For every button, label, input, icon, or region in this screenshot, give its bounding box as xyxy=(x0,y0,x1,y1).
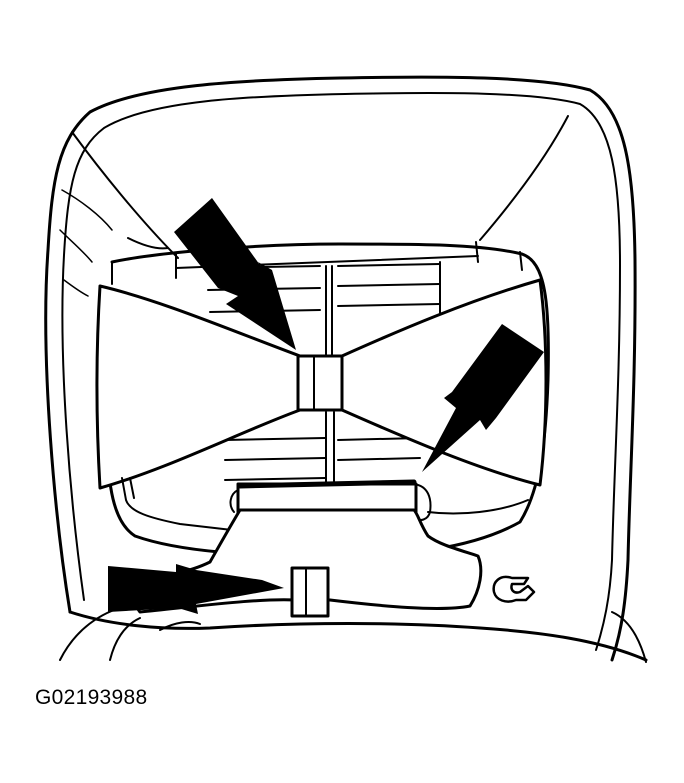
foam-padding xyxy=(207,261,441,481)
arrow-right-icon xyxy=(422,324,544,472)
arrow-lower-left-icon xyxy=(108,564,284,614)
seat-back-outer-outline xyxy=(44,75,637,662)
hook-fastener xyxy=(492,575,536,603)
right-frame-wire xyxy=(427,499,529,515)
left-frame-wire xyxy=(121,477,233,531)
upper-strap-clip xyxy=(296,354,344,412)
seat-back-right-flap xyxy=(611,611,647,663)
figure-code-label: G02193988 xyxy=(35,686,148,709)
lower-frame-bar xyxy=(236,482,418,514)
lower-frame-bar-edge xyxy=(237,479,417,489)
center-rod xyxy=(325,265,335,487)
seat-back-inner-outline xyxy=(61,92,621,651)
upper-left-fold xyxy=(71,131,179,259)
arrow-upper-center-icon xyxy=(174,198,296,350)
frame-top-bar xyxy=(111,241,523,285)
upper-right-fold xyxy=(479,115,569,241)
lower-strap-clip xyxy=(290,566,330,618)
cover-wrinkles-left xyxy=(59,189,113,297)
seat-back-bottom-edge xyxy=(68,610,648,662)
seat-back-bottom-flap xyxy=(59,604,201,661)
